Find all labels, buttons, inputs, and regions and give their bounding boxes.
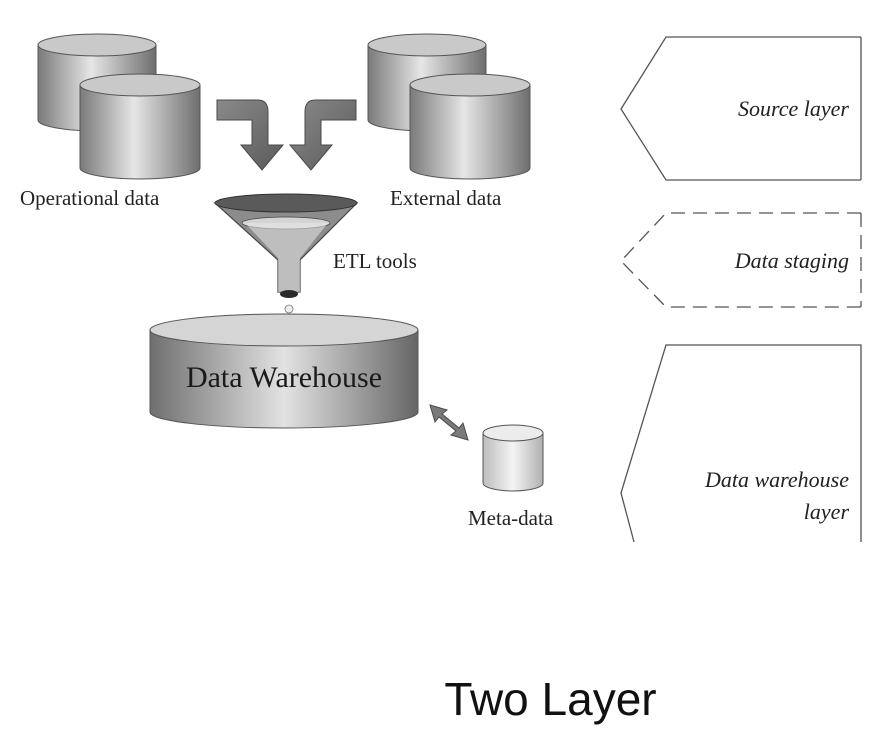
data-warehouse-layer-label-line1: Data warehouse bbox=[704, 467, 849, 492]
source-layer-marker: Source layer bbox=[620, 36, 862, 181]
data-staging-marker: Data staging bbox=[620, 212, 862, 308]
warehouse-metadata-arrow bbox=[429, 404, 469, 441]
diagram-caption: Two Layer bbox=[444, 673, 657, 725]
data-warehouse-db-icon bbox=[149, 313, 419, 429]
external-to-etl-arrow bbox=[288, 99, 357, 171]
data-staging-label: Data staging bbox=[734, 248, 849, 273]
data-warehouse-layer-marker: Data warehouse layer bbox=[620, 344, 862, 543]
data-warehouse-layer-label-line2: layer bbox=[804, 499, 850, 524]
source-layer-label: Source layer bbox=[738, 96, 849, 121]
etl-tools-label: ETL tools bbox=[333, 249, 417, 273]
operational-data-db-icon bbox=[37, 33, 201, 180]
data-warehouse-label: Data Warehouse bbox=[186, 361, 382, 394]
meta-data-db-icon bbox=[482, 424, 544, 492]
external-data-label: External data bbox=[390, 186, 502, 210]
meta-data-label: Meta-data bbox=[468, 506, 554, 530]
operational-data-label: Operational data bbox=[20, 186, 160, 210]
etl-funnel-icon bbox=[213, 193, 359, 332]
operational-to-etl-arrow bbox=[216, 99, 285, 171]
external-data-db-icon bbox=[367, 33, 531, 180]
data-warehouse-architecture-diagram: Operational data External data ETL tools… bbox=[20, 33, 862, 543]
